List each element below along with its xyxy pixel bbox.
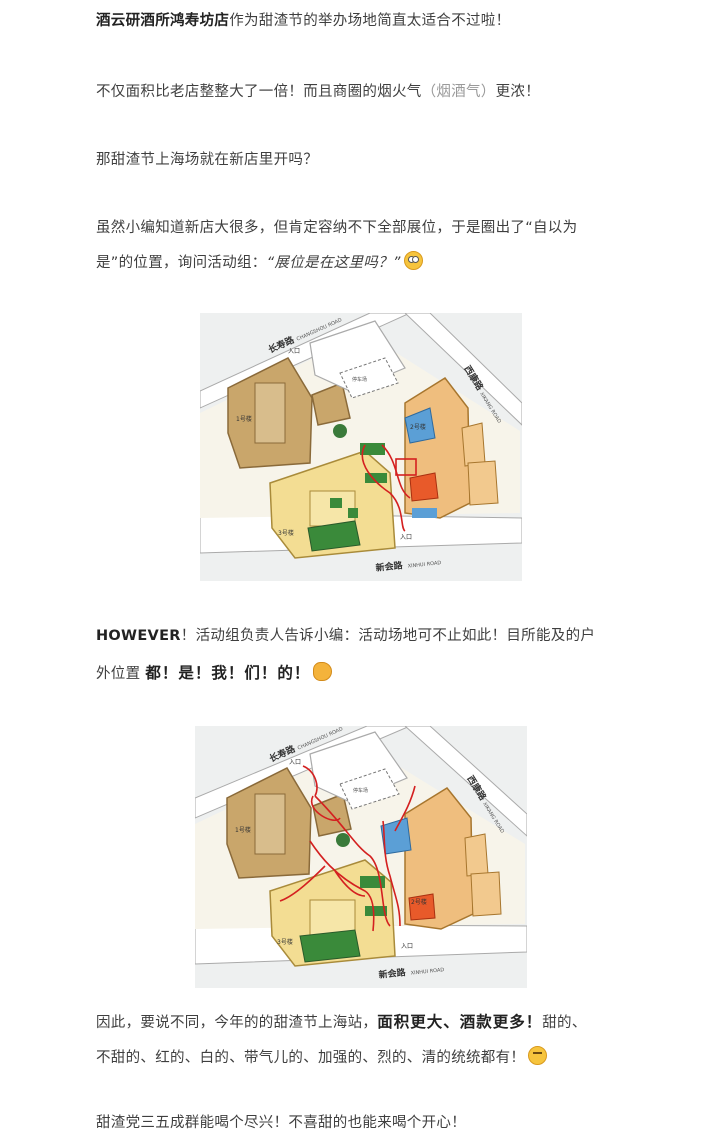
map-2-entrance-2: 入口 [401, 943, 413, 950]
map-2-road-bottom: 新会路 XINHUI ROAD [378, 966, 445, 981]
map-2-road-bottom-label: 新会路 [378, 966, 407, 981]
paragraph-4-line-1: 虽然小编知道新店大很多，但肯定容纳不下全部展位，于是圈出了“自以为 [96, 220, 578, 236]
map-1-bldg-2: 2号楼 [410, 423, 426, 431]
paragraph-6-line-1-text: 因此，要说不同，今年的的甜渣节上海站， [96, 1015, 378, 1031]
map-2-road-bottom-en: XINHUI ROAD [410, 967, 444, 977]
more-emphasis: 面积更大、酒款更多！ [377, 1013, 543, 1031]
map-2-bldg-1: 1号楼 [235, 826, 251, 834]
paragraph-6-line-1-tail: 甜的、 [542, 1015, 587, 1031]
thinking-emoji [528, 1046, 548, 1065]
venue-map-2: 长寿路 CHANGSHOU ROAD 西康路 XIKANG ROAD 新会路 X… [195, 726, 527, 988]
paragraph-5: HOWEVER！活动组负责人告诉小编：活动场地可不止如此！目所能及的户 外位置 … [96, 619, 631, 692]
however-word: HOWEVER [96, 628, 181, 644]
map-1-bldg-1: 1号楼 [236, 415, 252, 423]
map-1-parking: 停车场 [352, 376, 367, 383]
paragraph-6-line-2-text: 不甜的、红的、白的、带气儿的、加强的、烈的、清的统统都有！ [96, 1050, 526, 1066]
paragraph-7-text: 甜渣党三五成群能喝个尽兴！不喜甜的也能来喝个开心！ [96, 1115, 466, 1131]
map-1-bldg-3: 3号楼 [278, 529, 294, 537]
paragraph-6-line-2: 不甜的、红的、白的、带气儿的、加强的、烈的、清的统统都有！ [96, 1041, 631, 1076]
map-2-bldg-3: 3号楼 [277, 938, 293, 946]
paragraph-5-line-2-text: 外位置 [96, 666, 141, 682]
paragraph-6: 因此，要说不同，今年的的甜渣节上海站，面积更大、酒款更多！甜的、 不甜的、红的、… [96, 1005, 631, 1076]
paragraph-7: 甜渣党三五成群能喝个尽兴！不喜甜的也能来喝个开心！ [96, 1106, 631, 1141]
paragraph-4: 虽然小编知道新店大很多，但肯定容纳不下全部展位，于是圈出了“自以为 是”的位置，… [96, 211, 631, 281]
hand-emoji [313, 662, 333, 681]
paragraph-2-aside: （烟酒气） [421, 84, 496, 100]
map-1-entrance-2: 入口 [400, 534, 412, 541]
ours-emphasis: 都！是！我！们！的！ [145, 664, 311, 682]
paragraph-2-text-a: 不仅面积比老店整整大了一倍！而且商圈的烟火气 [96, 84, 422, 100]
paragraph-4-line-2-text: 是”的位置，询问活动组： [96, 255, 267, 271]
eye-roll-emoji [403, 251, 423, 270]
question-quote: “展位是在这里吗？” [266, 255, 401, 271]
paragraph-6-line-1: 因此，要说不同，今年的的甜渣节上海站，面积更大、酒款更多！甜的、 [96, 1005, 631, 1041]
paragraph-3: 那甜渣节上海场就在新店里开吗？ [96, 143, 631, 178]
store-name: 酒云研酒所鸿寿坊店 [96, 13, 230, 29]
paragraph-2-text-b: 更浓！ [495, 84, 541, 100]
paragraph-5-line-1: HOWEVER！活动组负责人告诉小编：活动场地可不止如此！目所能及的户 [96, 619, 631, 654]
paragraph-4-line-2: 是”的位置，询问活动组：“展位是在这里吗？” [96, 246, 631, 281]
paragraph-5-text: ！活动组负责人告诉小编：活动场地可不止如此！目所能及的户 [180, 628, 596, 644]
venue-map-1: 长寿路 CHANGSHOU ROAD 西康路 XIKANG ROAD 新会路 X… [200, 313, 522, 581]
paragraph-3-text: 那甜渣节上海场就在新店里开吗？ [96, 152, 318, 168]
map-2-bldg-2: 2号楼 [411, 898, 427, 906]
paragraph-1: 酒云研酒所鸿寿坊店作为甜渣节的举办场地简直太适合不过啦！ [96, 4, 631, 39]
map-1-entrance: 入口 [288, 348, 300, 355]
map-1-road-bottom-en: XINHUI ROAD [407, 560, 441, 570]
map-2-parking: 停车场 [353, 787, 368, 794]
paragraph-5-line-2: 外位置 都！是！我！们！的！ [96, 656, 631, 692]
map-2-entrance: 入口 [289, 759, 301, 766]
map-1-road-bottom: 新会路 XINHUI ROAD [375, 559, 442, 574]
paragraph-2: 不仅面积比老店整整大了一倍！而且商圈的烟火气（烟酒气）更浓！ [96, 75, 631, 110]
map-1-road-bottom-label: 新会路 [375, 559, 404, 574]
paragraph-1-text: 作为甜渣节的举办场地简直太适合不过啦！ [229, 13, 511, 29]
